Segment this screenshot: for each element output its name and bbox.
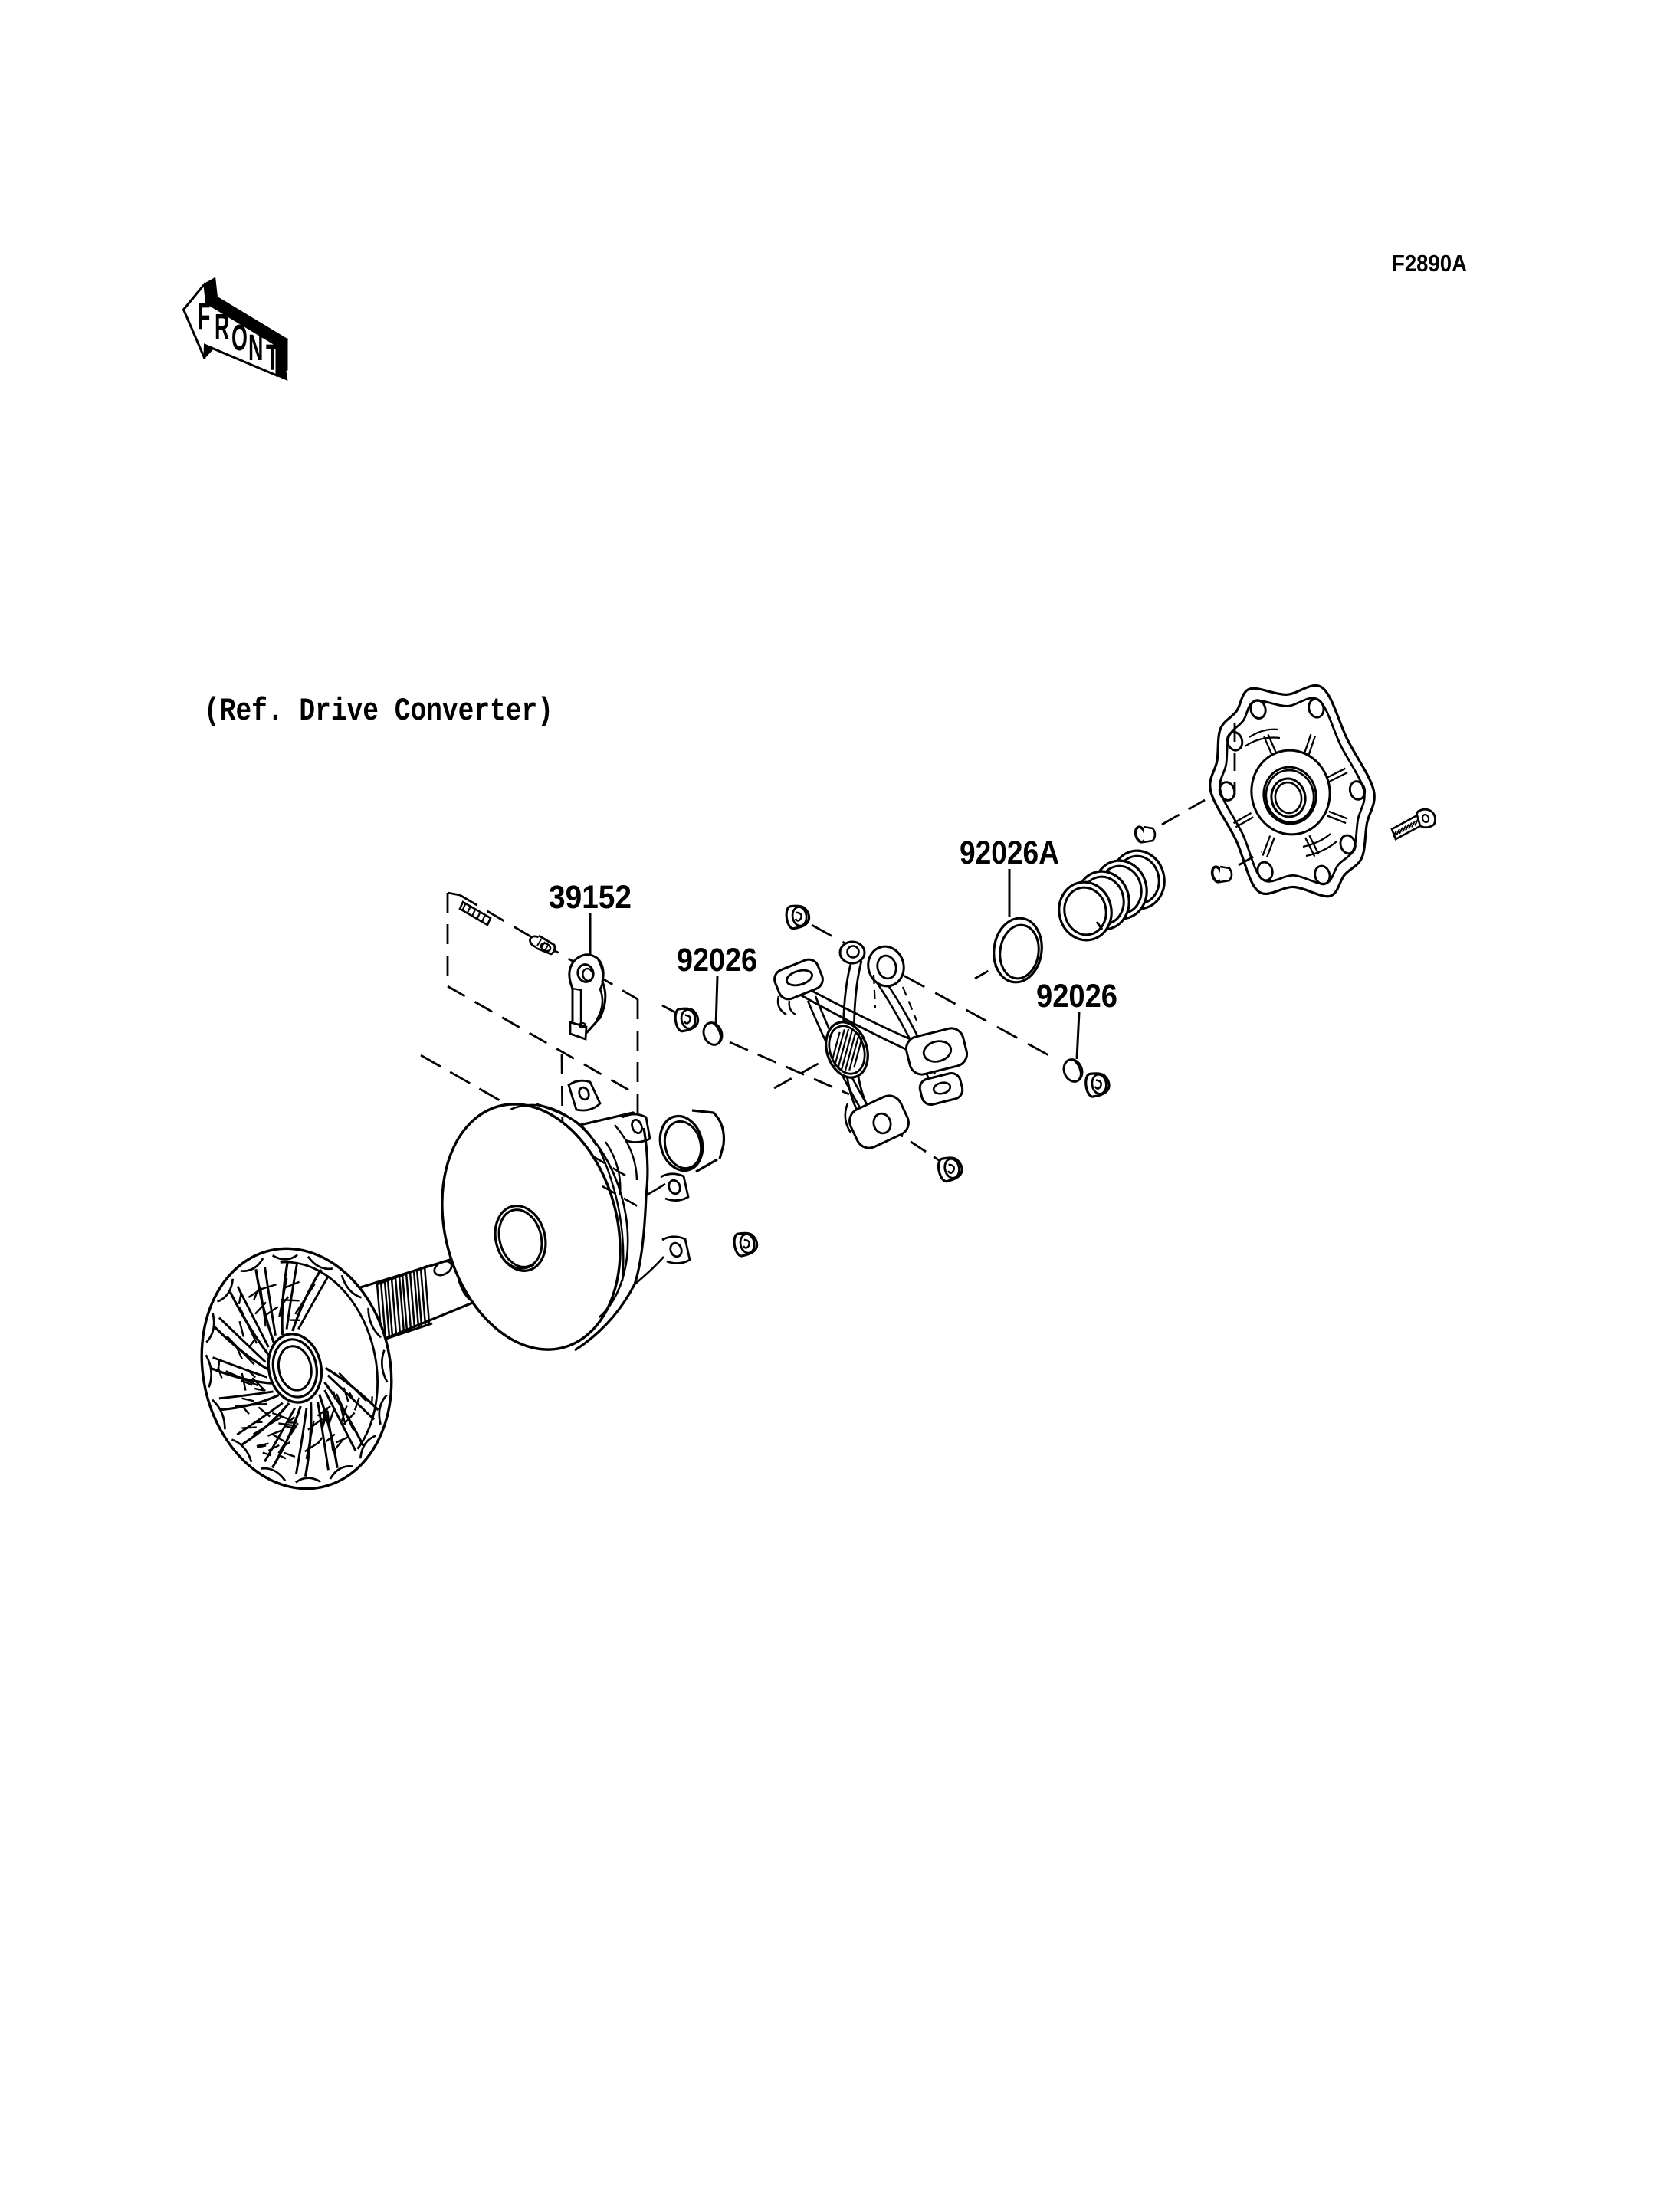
svg-text:N: N bbox=[248, 328, 263, 369]
svg-text:F: F bbox=[198, 297, 210, 337]
svg-text:92026A: 92026A bbox=[960, 835, 1059, 871]
svg-text:92026: 92026 bbox=[677, 942, 757, 979]
svg-text:(Ref. Drive Converter): (Ref. Drive Converter) bbox=[204, 693, 553, 730]
svg-text:F2890A: F2890A bbox=[1392, 250, 1467, 277]
svg-text:T: T bbox=[266, 338, 279, 379]
svg-text:39152: 39152 bbox=[549, 879, 632, 916]
svg-text:92026: 92026 bbox=[1036, 978, 1117, 1015]
svg-text:O: O bbox=[231, 318, 248, 359]
svg-text:R: R bbox=[215, 307, 229, 348]
